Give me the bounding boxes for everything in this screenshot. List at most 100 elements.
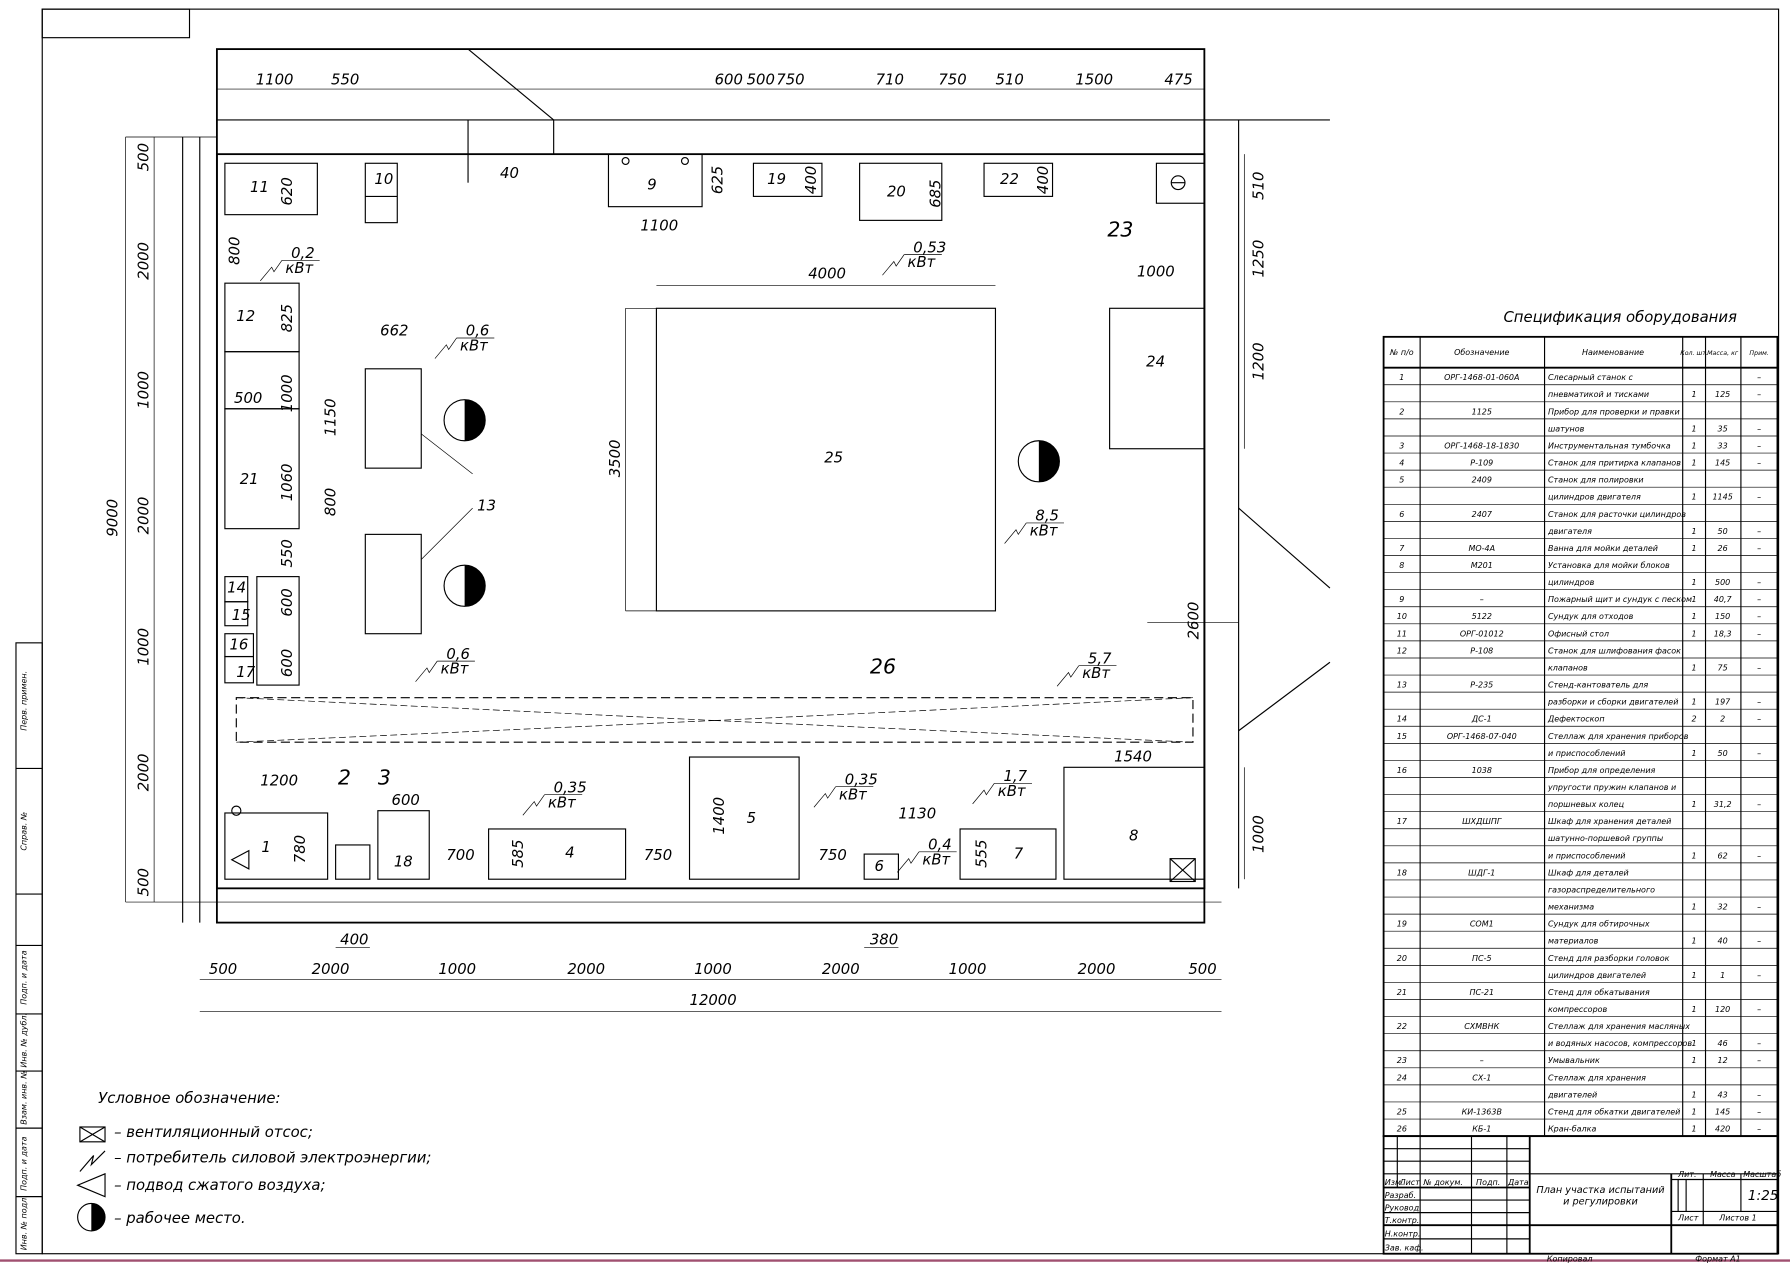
- dim: 600: [392, 792, 420, 809]
- equipment-13: [364, 533, 422, 635]
- equipment-18: [377, 810, 430, 880]
- spec-cell: и приспособлений: [1548, 851, 1626, 860]
- spec-cell: –: [1757, 527, 1761, 536]
- spec-cell: 1145: [1712, 493, 1732, 502]
- spec-cell: Инструментальная тумбочка: [1548, 441, 1671, 450]
- tb-col: Подп.: [1476, 1178, 1500, 1187]
- item-number-17: 17: [236, 664, 255, 681]
- spec-cell: 120: [1715, 1005, 1730, 1014]
- spec-cell: –: [1757, 1005, 1761, 1014]
- spec-cell: шатунно-поршевой группы: [1548, 834, 1663, 843]
- spec-cell: механизма: [1548, 903, 1594, 912]
- dim: 1200: [1251, 342, 1268, 380]
- dim: 2000: [567, 961, 605, 978]
- power-consumer-icon: [415, 660, 438, 682]
- spec-cell: газораспределительного: [1548, 885, 1655, 894]
- spec-cell: двигателей: [1547, 1090, 1597, 1099]
- tb-scale-label: Масштаб: [1743, 1170, 1781, 1179]
- spec-cell: 26: [1397, 1125, 1407, 1134]
- spec-cell: 500: [1715, 578, 1730, 587]
- power-unit: кВт: [548, 794, 576, 811]
- power-consumer-icon: [79, 1150, 106, 1172]
- tb-sheets: Листов 1: [1718, 1214, 1756, 1223]
- spec-cell: 1: [1692, 698, 1697, 707]
- workplace-icon: [443, 564, 486, 607]
- tb-scale: 1:25: [1748, 1188, 1779, 1204]
- spec-cell: Р-235: [1470, 681, 1493, 690]
- dim: 510: [1251, 172, 1268, 200]
- dim: 700: [446, 847, 474, 864]
- spec-cell: –: [1757, 1090, 1761, 1099]
- dim: 1000: [694, 961, 732, 978]
- spec-header: Кол. шт.: [1680, 350, 1708, 357]
- tb-lit: Лит.: [1677, 1170, 1696, 1179]
- dim: 1000: [949, 961, 987, 978]
- legend-item: – вентиляционный отсос;: [114, 1124, 313, 1141]
- spec-cell: –: [1757, 459, 1761, 468]
- crane-beam-26: [235, 697, 1194, 743]
- equipment-7: [959, 828, 1057, 880]
- spec-title: Спецификация оборудования: [1503, 309, 1737, 326]
- spec-cell: ОРГ-1468-07-040: [1447, 732, 1517, 741]
- spec-cell: ПС-21: [1469, 988, 1494, 997]
- spec-cell: Станок для полировки: [1548, 476, 1644, 485]
- spec-cell: 26: [1718, 544, 1728, 553]
- spec-cell: 6: [1399, 510, 1404, 519]
- spec-cell: 1: [1692, 390, 1697, 399]
- dim: 710: [876, 71, 904, 88]
- power-consumer-icon: [897, 851, 920, 873]
- spec-cell: СОМ1: [1470, 920, 1494, 929]
- spec-cell: цилиндров двигателя: [1548, 493, 1641, 502]
- spec-cell: 1: [1692, 937, 1697, 946]
- spec-cell: 145: [1715, 459, 1730, 468]
- spec-cell: МО-4А: [1468, 544, 1495, 553]
- tb-col: Дата: [1507, 1178, 1529, 1187]
- spec-cell: 31,2: [1714, 800, 1732, 809]
- spec-cell: 1: [1692, 903, 1697, 912]
- stamp-label: Перв. примен.: [19, 671, 28, 731]
- spec-cell: –: [1757, 715, 1761, 724]
- dim: 2000: [822, 961, 860, 978]
- spec-cell: –: [1757, 1056, 1761, 1065]
- spec-cell: Слесарный станок с: [1548, 373, 1634, 382]
- power-value: 8,5: [1035, 508, 1059, 525]
- dim: 800: [323, 488, 340, 516]
- tb-role: Разраб.: [1385, 1191, 1416, 1200]
- equipment-8: [1063, 766, 1205, 880]
- dim: 1000: [135, 371, 152, 409]
- stamp-label: Подп. и дата: [19, 950, 28, 1005]
- item-number-1: 1: [261, 839, 270, 856]
- spec-cell: 20: [1397, 954, 1407, 963]
- spec-cell: Кран-балка: [1548, 1125, 1596, 1134]
- spec-cell: 12: [1718, 1056, 1728, 1065]
- equipment-10: [364, 162, 398, 224]
- building-walls: [125, 48, 1331, 924]
- power-consumer-icon: [260, 260, 283, 282]
- spec-cell: 8: [1399, 561, 1404, 570]
- stamp-label: Справ. №: [19, 812, 28, 851]
- spec-cell: 1: [1692, 971, 1697, 980]
- spec-cell: 150: [1715, 612, 1730, 621]
- dim: 1250: [1251, 240, 1268, 278]
- dim: 1150: [323, 398, 340, 436]
- item-number-23: 23: [1107, 217, 1133, 241]
- dim: 825: [279, 304, 296, 332]
- ventilation-icon: [1169, 858, 1196, 883]
- power-value: 0,35: [554, 779, 587, 796]
- item-number-15: 15: [232, 607, 251, 624]
- spec-cell: 18,3: [1714, 629, 1732, 638]
- spec-cell: Стенд для обкатывания: [1548, 988, 1650, 997]
- power-unit: кВт: [908, 254, 936, 271]
- dim: 1200: [260, 773, 298, 790]
- spec-cell: Станок для расточки цилиндров: [1548, 510, 1686, 519]
- spec-cell: Установка для мойки блоков: [1548, 561, 1670, 570]
- dimension-lines: [125, 88, 1245, 1012]
- sheet-frame: [0, 8, 1790, 1262]
- dim: 1540: [1114, 749, 1152, 766]
